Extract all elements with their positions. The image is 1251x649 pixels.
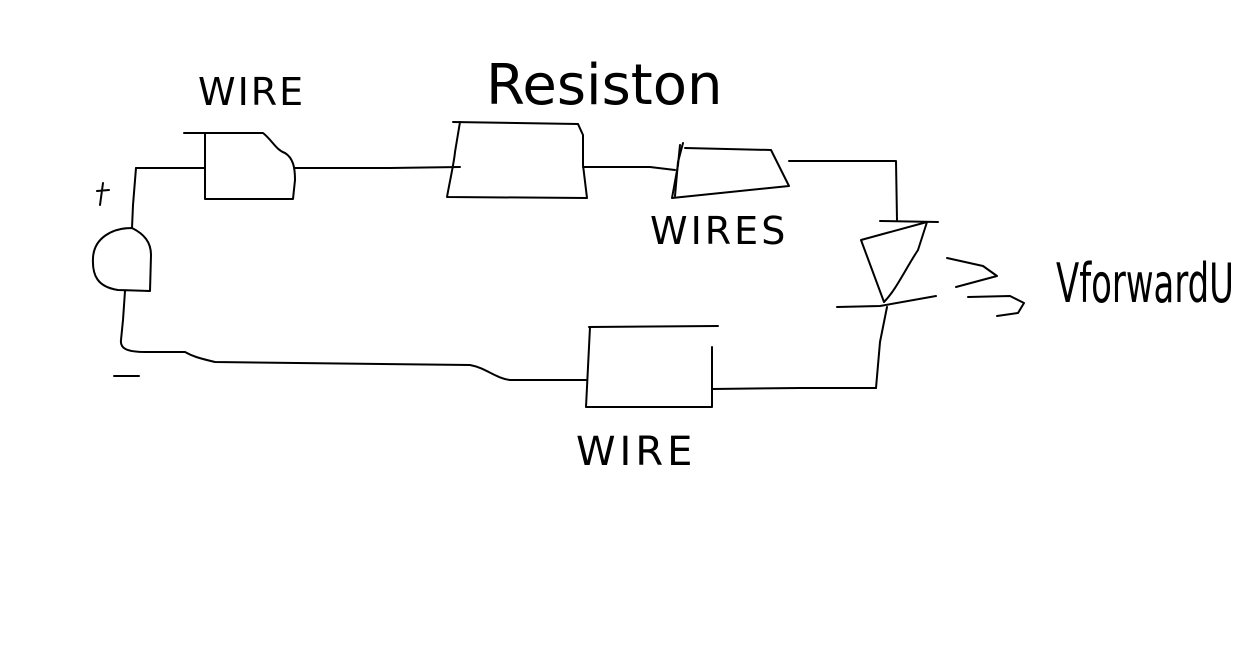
wire-right-top xyxy=(788,160,898,221)
battery-bottom-lead xyxy=(119,290,146,353)
diode-bottom-bar xyxy=(836,295,937,308)
wire-resistor-to-wires xyxy=(582,166,676,171)
diode-lower-lead xyxy=(875,306,888,389)
diode-top-bar xyxy=(879,220,939,223)
resistor-symbol xyxy=(446,121,588,199)
diode-triangle xyxy=(860,221,928,303)
wire-component-top xyxy=(183,132,296,200)
emission-arrow-lower xyxy=(967,295,1025,317)
wire-bottom-left xyxy=(144,351,587,381)
label-v-forward: VforwardU xyxy=(1056,252,1234,315)
emission-arrow-upper xyxy=(946,257,998,288)
label-wire-bottom: WIRE xyxy=(576,429,696,475)
label-wires-right: WIRES xyxy=(650,209,788,253)
label-resistor: Resiston xyxy=(486,53,722,118)
wires-component-right xyxy=(671,144,790,199)
battery-symbol xyxy=(91,227,152,292)
wires-component-vertical xyxy=(674,142,684,197)
wire-top-to-resistor xyxy=(294,166,461,169)
plus-sign xyxy=(96,182,110,206)
wire-bottom-right xyxy=(711,387,877,390)
wire-component-bottom xyxy=(585,325,719,408)
battery-top-lead xyxy=(131,167,137,229)
label-wire-top: WIRE xyxy=(198,70,305,114)
